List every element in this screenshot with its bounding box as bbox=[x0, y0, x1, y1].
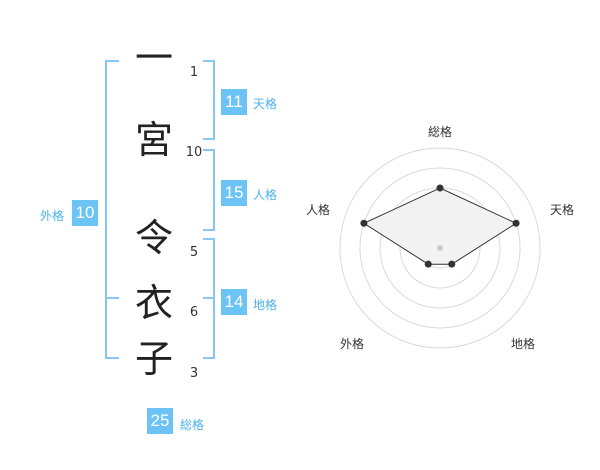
jinkaku-bracket-top bbox=[203, 149, 215, 151]
tenkaku-value: 11 bbox=[221, 89, 247, 115]
name-char-2: 宮 bbox=[134, 118, 173, 162]
jinkaku-value: 15 bbox=[221, 180, 247, 206]
name-char-4: 衣 bbox=[134, 281, 173, 325]
chikaku-bracket-mid bbox=[203, 297, 215, 299]
radar-axis-label-gaikaku: 外格 bbox=[340, 337, 365, 351]
radar-point-1 bbox=[512, 219, 520, 227]
gaikaku-label: 外格 bbox=[40, 209, 65, 223]
tenkaku-label: 天格 bbox=[253, 97, 278, 111]
name-char-3: 令 bbox=[134, 216, 173, 260]
gaikaku-bracket-top bbox=[105, 60, 119, 62]
radar-point-3 bbox=[424, 260, 432, 268]
tenkaku-bracket-vertical bbox=[213, 60, 215, 140]
stroke-count-4: 6 bbox=[189, 305, 199, 320]
radar-ring-4 bbox=[359, 167, 521, 329]
chikaku-label: 地格 bbox=[253, 298, 278, 312]
jinkaku-bracket-bottom bbox=[203, 229, 215, 231]
soukaku-label: 総格 bbox=[180, 418, 205, 432]
gaikaku-bracket-mid bbox=[105, 297, 119, 299]
tenkaku-bracket-bottom bbox=[203, 138, 215, 140]
radar-axis-label-chikaku: 地格 bbox=[511, 337, 536, 351]
radar-point-4 bbox=[360, 219, 368, 227]
radar-center-dot bbox=[437, 245, 443, 251]
jinkaku-bracket-vertical bbox=[213, 149, 215, 231]
name-char-5: 子 bbox=[134, 337, 173, 381]
radar-axis-label-jinkaku: 人格 bbox=[306, 203, 331, 217]
gaikaku-bracket-bottom bbox=[105, 357, 119, 359]
gaikaku-value: 10 bbox=[72, 200, 98, 226]
chikaku-bracket-bottom bbox=[203, 357, 215, 359]
stroke-count-1: 1 bbox=[189, 65, 199, 80]
stroke-count-5: 3 bbox=[189, 366, 199, 381]
radar-points bbox=[360, 184, 520, 268]
chikaku-value: 14 bbox=[221, 289, 247, 315]
radar-axis-label-soukaku: 総格 bbox=[428, 125, 453, 139]
radar-value-polygon bbox=[362, 187, 518, 265]
chikaku-bracket-top bbox=[203, 238, 215, 240]
jinkaku-label: 人格 bbox=[253, 188, 278, 202]
radar-axis-label-tenkaku: 天格 bbox=[550, 203, 575, 217]
stroke-count-3: 5 bbox=[189, 245, 199, 260]
radar-point-0 bbox=[436, 184, 444, 192]
soukaku-value: 25 bbox=[147, 408, 173, 434]
gaikaku-bracket-vertical bbox=[105, 60, 107, 359]
radar-ring-5 bbox=[339, 147, 541, 349]
tenkaku-bracket-top bbox=[203, 60, 215, 62]
stroke-count-2: 10 bbox=[185, 145, 203, 160]
name-char-1: 一 bbox=[134, 36, 173, 80]
radar-point-2 bbox=[448, 260, 456, 268]
